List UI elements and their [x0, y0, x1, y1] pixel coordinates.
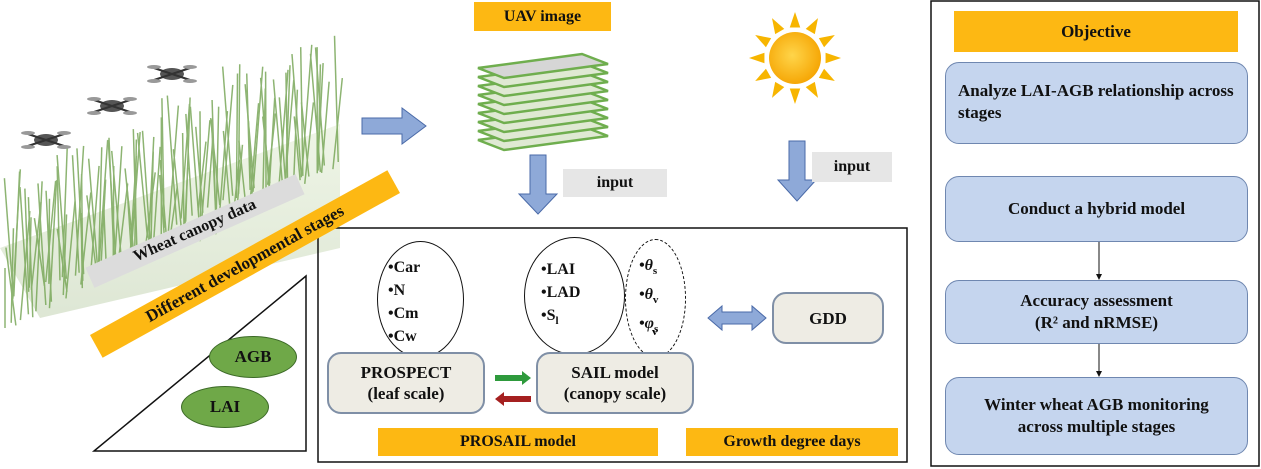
param-item: •Cw — [388, 328, 417, 345]
prospect-title: PROSPECT — [360, 363, 452, 382]
lai-ellipse: LAI — [181, 386, 269, 428]
drone-icon — [87, 97, 137, 115]
objective-step-1: Analyze LAI-AGB relationship across stag… — [945, 62, 1248, 144]
agb-ellipse: AGB — [209, 336, 297, 378]
angle-item: •φs — [639, 315, 659, 336]
growth-degree-days-label: Growth degree days — [686, 428, 898, 456]
drone-icon — [147, 65, 197, 83]
sail-box: SAIL model (canopy scale) — [536, 352, 694, 414]
param-item: •N — [388, 282, 406, 299]
angle-item: •θv — [639, 286, 659, 307]
objective-step-2: Conduct a hybrid model — [945, 176, 1248, 242]
prospect-box: PROSPECT (leaf scale) — [327, 352, 485, 414]
arrow-sail-to-prospect — [495, 392, 531, 406]
objective-step-4: Winter wheat AGB monitoring across multi… — [945, 377, 1248, 455]
prospect-params-ellipse: •Car •N •Cm •Cw — [377, 241, 464, 358]
param-item: •LAD — [541, 284, 581, 301]
prospect-subtitle: (leaf scale) — [367, 384, 445, 403]
sail-title: SAIL model — [571, 363, 659, 382]
arrow-gdd-angles — [707, 304, 767, 332]
arrowhead — [1096, 274, 1102, 280]
param-item: •LAI — [541, 261, 576, 278]
gdd-box: GDD — [772, 292, 884, 344]
param-item: •Cm — [388, 305, 419, 322]
objective-step-3: Accuracy assessment (R² and nRMSE) — [945, 280, 1248, 344]
param-item: •Sl — [541, 307, 559, 328]
input-label-right: input — [812, 152, 892, 182]
objective-panel — [930, 0, 1260, 467]
prosail-label: PROSAIL model — [378, 428, 658, 456]
angle-item: •θs — [639, 257, 658, 278]
sail-params-ellipse: •LAI •LAD •Sl — [524, 237, 625, 355]
angles-ellipse: •θs •θv •φs v — [625, 239, 686, 358]
arrow-uav-down — [517, 154, 559, 215]
objective-step-3-metrics: (R² and nRMSE) — [1034, 313, 1159, 332]
arrow-sun-down — [776, 140, 818, 202]
arrow-prospect-to-sail — [495, 371, 531, 385]
arrowhead — [1096, 371, 1102, 377]
prosail-frame — [317, 227, 908, 463]
objective-title: Objective — [954, 11, 1238, 52]
arrow-field-to-uav — [361, 107, 427, 145]
wheat-field-illustration — [0, 35, 344, 328]
objective-step-3-title: Accuracy assessment — [1020, 291, 1173, 310]
drone-icon — [21, 131, 71, 149]
uav-image-label: UAV image — [474, 2, 611, 31]
input-label-left: input — [563, 169, 667, 197]
param-item: •Car — [388, 259, 421, 276]
sail-subtitle: (canopy scale) — [563, 384, 667, 403]
image-stack-icon — [477, 52, 609, 152]
sun-icon — [749, 12, 841, 104]
angle-tail: v — [652, 326, 658, 338]
